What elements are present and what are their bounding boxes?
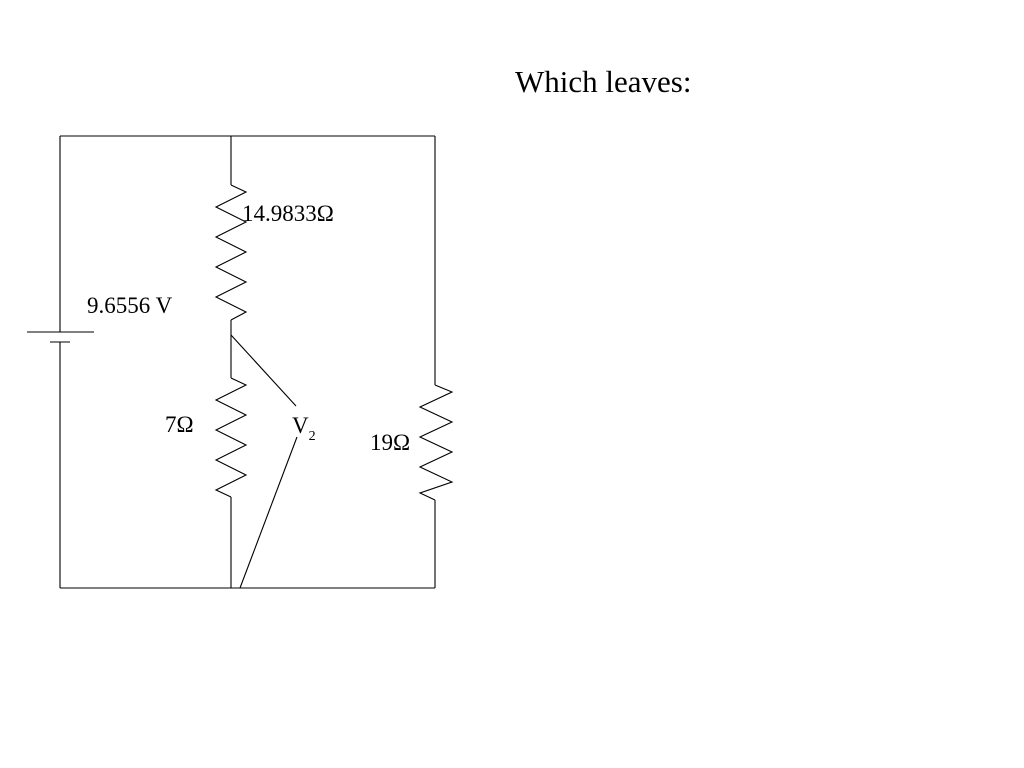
probe-symbol: V [292, 413, 309, 438]
probe-subscript: 2 [309, 429, 316, 444]
resistor-top-label: 14.9833Ω [242, 201, 334, 226]
probe-lead-upper [230, 334, 297, 407]
heading-which-leaves: Which leaves: [515, 64, 692, 99]
battery-icon [27, 331, 94, 343]
probe-lead-lower [239, 436, 298, 589]
outer-wires [59, 135, 436, 589]
probe-label: V2 [292, 413, 316, 444]
battery-voltage-label: 9.6556 V [87, 293, 173, 318]
resistor-bottom-left-icon [214, 377, 248, 498]
middle-branch [214, 136, 248, 588]
voltmeter-probe-icon [230, 334, 298, 589]
resistor-right-icon [418, 384, 454, 501]
resistor-top-icon [214, 184, 248, 321]
resistor-right-label: 19Ω [370, 430, 410, 455]
resistor-bottom-left-label: 7Ω [165, 412, 194, 437]
